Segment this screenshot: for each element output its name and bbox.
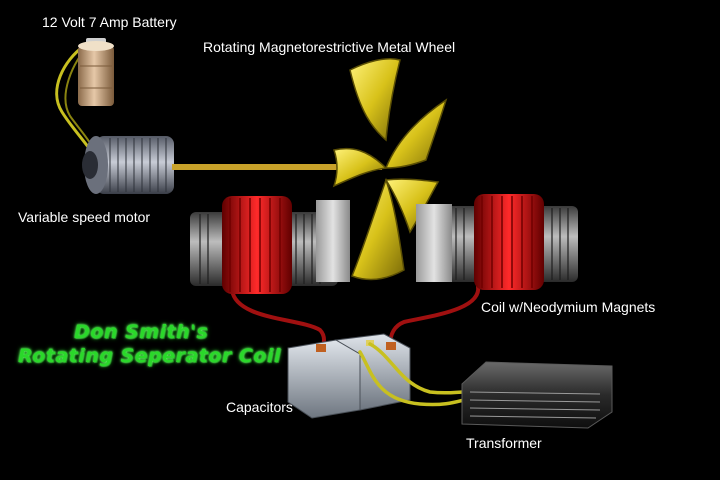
motor-label: Variable speed motor (18, 209, 151, 225)
coil-label: Coil w/Neodymium Magnets (481, 299, 656, 315)
rotating-wheel (332, 58, 448, 281)
title-line-1: Don Smith's (74, 321, 209, 343)
diagram-title: Don Smith's Rotating Seperator Coil (18, 320, 281, 368)
capacitors-label: Capacitors (226, 399, 293, 415)
motor (82, 136, 174, 194)
title-line-2: Rotating Seperator Coil (18, 345, 281, 367)
coil-right (416, 194, 578, 290)
battery-label: 12 Volt 7 Amp Battery (42, 14, 177, 30)
coil-left (190, 196, 350, 294)
battery (78, 38, 114, 106)
motor-shaft (172, 164, 382, 170)
transformer-wires (358, 342, 466, 407)
wheel-label: Rotating Magnetorestrictive Metal Wheel (203, 39, 456, 55)
transformer (461, 361, 613, 429)
capacitors (287, 333, 411, 419)
transformer-label: Transformer (466, 435, 542, 451)
